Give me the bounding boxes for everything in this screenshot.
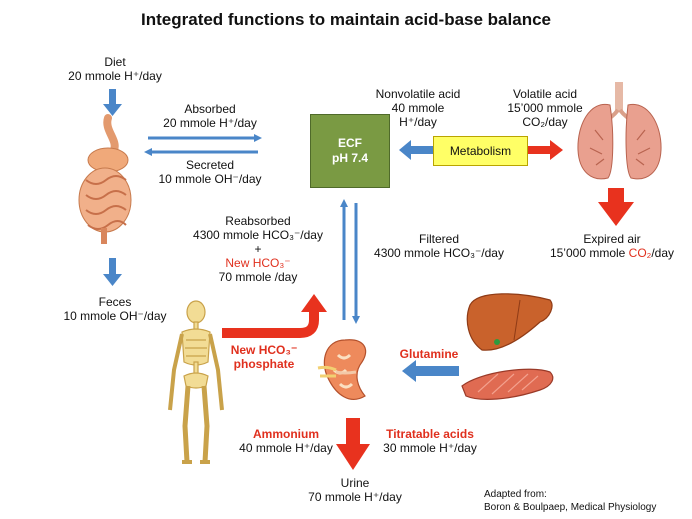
reabsorbed-label-group: Reabsorbed 4300 mmole HCO₃⁻/day + New HC… — [180, 214, 336, 284]
absorbed-value: 20 mmole H⁺/day — [163, 116, 257, 130]
ammonium-label-group: Ammonium 40 mmole H⁺/day — [226, 427, 346, 455]
absorbed-label-group: Absorbed 20 mmole H⁺/day — [150, 102, 270, 130]
reabsorbed-new-hco3: New HCO₃⁻ — [225, 256, 291, 270]
expired-air-label: Expired air — [583, 232, 641, 246]
filtered-label: Filtered — [418, 232, 459, 246]
glutamine-arrow — [402, 360, 459, 382]
muscle-illustration — [461, 368, 554, 400]
volatile-label: Volatile acid — [512, 87, 578, 101]
feces-label: Feces — [98, 295, 132, 309]
ecf-box: ECF pH 7.4 — [310, 114, 390, 188]
nonvolatile-amount: 40 mmole — [391, 101, 445, 115]
credit-line-1: Adapted from: — [484, 489, 547, 500]
new-hco3-label: New HCO₃⁻ — [230, 343, 298, 357]
titratable-value: 30 mmole H⁺/day — [383, 441, 477, 455]
diet-label-group: Diet 20 mmole H⁺/day — [60, 55, 170, 83]
liver-illustration — [466, 293, 553, 351]
skeleton-illustration — [168, 300, 224, 464]
absorbed-label: Absorbed — [184, 102, 236, 116]
expired-co2: CO₂ — [628, 246, 652, 260]
nonvolatile-label-group: Nonvolatile acid 40 mmole H⁺/day — [368, 87, 468, 129]
reabsorbed-value: 4300 mmole HCO₃⁻/day — [193, 228, 323, 242]
metabolism-to-lungs-arrow — [527, 140, 563, 160]
nonvolatile-label: Nonvolatile acid — [375, 87, 461, 101]
diet-label: Diet — [104, 55, 126, 69]
ecf-ph: pH 7.4 — [331, 151, 368, 165]
lungs-illustration — [577, 82, 662, 180]
filtered-value: 4300 mmole HCO₃⁻/day — [374, 246, 504, 260]
urine-arrow — [336, 418, 370, 470]
ammonium-value: 40 mmole H⁺/day — [239, 441, 333, 455]
feces-label-group: Feces 10 mmole OH⁻/day — [55, 295, 175, 323]
feces-value: 10 mmole OH⁻/day — [63, 309, 167, 323]
diagram-title: Integrated functions to maintain acid-ba… — [141, 10, 551, 29]
titratable-label: Titratable acids — [386, 427, 474, 441]
ammonium-label: Ammonium — [253, 427, 319, 441]
metabolism-to-ecf-arrow — [399, 140, 433, 160]
diet-arrow — [103, 89, 122, 116]
new-hco3-phosphate-label-group: New HCO₃⁻ phosphate — [222, 343, 306, 371]
expired-air-arrow — [598, 188, 634, 226]
new-hco3-red-arrow — [222, 294, 327, 338]
volatile-label-group: Volatile acid 15’000 mmole CO₂/day — [490, 87, 600, 129]
feces-arrow — [103, 258, 122, 286]
metabolism-box: Metabolism — [433, 136, 528, 166]
credit-line-2: Boron & Boulpaep, Medical Physiology — [484, 502, 657, 513]
ecf-label: ECF — [338, 136, 362, 150]
source-credit: Adapted from: Boron & Boulpaep, Medical … — [484, 488, 656, 514]
filtered-label-group: Filtered 4300 mmole HCO₃⁻/day — [364, 232, 514, 260]
phosphate-label: phosphate — [233, 357, 295, 371]
digestive-system-illustration — [78, 114, 132, 244]
expired-air-label-group: Expired air 15’000 mmole CO₂/day — [532, 232, 692, 260]
urine-label: Urine — [340, 476, 370, 490]
reabsorbed-new-hco3-value: 70 mmole /day — [218, 270, 298, 284]
reabsorbed-label: Reabsorbed — [225, 214, 291, 228]
urine-value: 70 mmole H⁺/day — [308, 490, 402, 504]
reabsorbed-plus: + — [254, 242, 262, 256]
nonvolatile-unit: H⁺/day — [399, 115, 437, 129]
volatile-amount: 15’000 mmole — [507, 101, 583, 115]
secreted-label-group: Secreted 10 mmole OH⁻/day — [150, 158, 270, 186]
glutamine-label: Glutamine — [399, 347, 459, 361]
volatile-unit: CO₂/day — [522, 115, 568, 129]
urine-label-group: Urine 70 mmole H⁺/day — [295, 476, 415, 504]
diet-value: 20 mmole H⁺/day — [68, 69, 162, 83]
secreted-value: 10 mmole OH⁻/day — [158, 172, 262, 186]
titratable-label-group: Titratable acids 30 mmole H⁺/day — [368, 427, 492, 455]
kidney-illustration — [317, 339, 367, 400]
metabolism-label: Metabolism — [449, 144, 512, 158]
secreted-label: Secreted — [185, 158, 235, 172]
expired-air-value: 15’000 mmole CO₂/day — [549, 246, 675, 260]
